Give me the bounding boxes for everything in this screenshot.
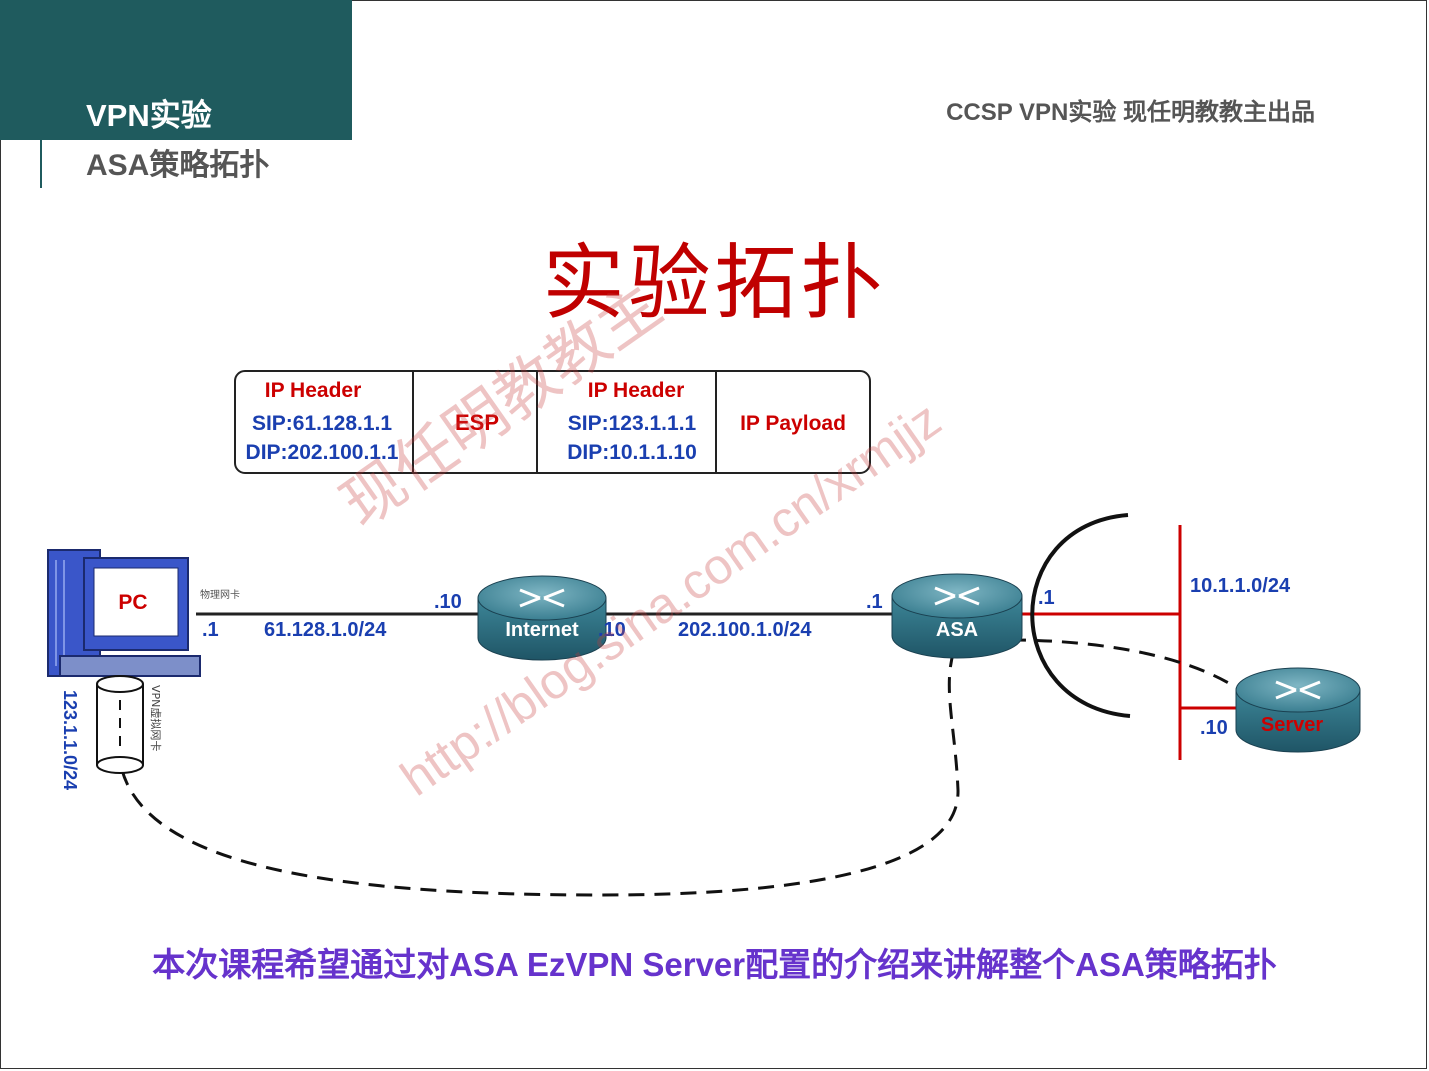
asa-outside-iface: .1 [866, 591, 883, 613]
header-divider-vertical [40, 0, 42, 188]
packet-box [234, 370, 871, 474]
outer-dip: DIP:202.100.1.1 [246, 441, 399, 464]
payload-label: IP Payload [740, 412, 846, 435]
pc-icon: PC [47, 549, 201, 677]
header-title: VPN实验 [86, 98, 212, 133]
inside-boundary-arc [1030, 513, 1131, 718]
inner-dip: DIP:10.1.1.10 [567, 441, 697, 464]
server-iface: .10 [1200, 717, 1228, 739]
vpn-adapter-icon [96, 675, 144, 774]
internet-right-iface: .10 [598, 619, 626, 641]
inner-ip-header-label: IP Header [588, 379, 685, 402]
server-router-icon [1235, 667, 1361, 753]
pc-label: PC [118, 591, 147, 614]
inner-sip: SIP:123.1.1.1 [568, 412, 697, 435]
pc-keyboard [59, 655, 201, 677]
pc-iface: .1 [202, 619, 219, 641]
header-band [0, 0, 352, 138]
inside-network: 10.1.1.0/24 [1190, 575, 1291, 597]
header-credit: CCSP VPN实验 现任明教教主出品 [946, 99, 1315, 126]
asa-server-path [1009, 638, 1241, 692]
internet-router-icon [477, 575, 607, 661]
nic-note: 物理网卡 [200, 588, 240, 601]
virtual-net-label: 123.1.1.0/24 [60, 690, 80, 790]
asa-firewall-icon [891, 573, 1023, 659]
asa-label: ASA [936, 619, 978, 641]
server-label: Server [1261, 714, 1323, 736]
outer-sip: SIP:61.128.1.1 [252, 412, 392, 435]
vpn-tunnel-path [120, 639, 960, 897]
asa-inside-iface: .1 [1038, 587, 1055, 609]
packet-format-table: IP Header SIP:61.128.1.1 DIP:202.100.1.1… [234, 370, 871, 474]
vpn-adapter-note: VPN虚拟网卡 [149, 685, 163, 751]
header-subtitle: ASA策略拓扑 [86, 149, 270, 182]
header-divider-horizontal [0, 138, 352, 140]
esp-label: ESP [455, 410, 499, 435]
bottom-caption: 本次课程希望通过对ASA EzVPN Server配置的介绍来讲解整个ASA策略… [152, 946, 1277, 983]
internet-left-iface: .10 [434, 591, 462, 613]
link1-network: 61.128.1.0/24 [264, 619, 387, 641]
outer-ip-header-label: IP Header [265, 379, 362, 402]
internet-label: Internet [505, 619, 579, 641]
link2-network: 202.100.1.0/24 [678, 619, 812, 641]
main-title: 实验拓扑 [542, 236, 887, 331]
